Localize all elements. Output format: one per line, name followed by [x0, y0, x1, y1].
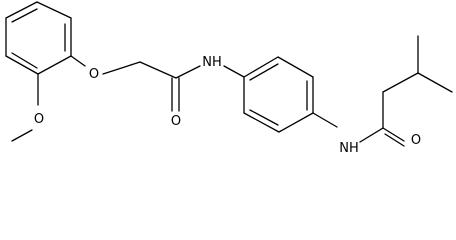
- first-amide-oxygen-label: O: [171, 114, 181, 129]
- ether-oxygen-label: O: [89, 67, 99, 82]
- first-amide-nh-label: NH: [202, 55, 222, 70]
- second-amide-nh-label: NH: [339, 141, 359, 156]
- second-amide-oxygen-label: O: [411, 133, 421, 148]
- second-amide-group: [359, 91, 405, 147]
- methoxy-oxygen-label: O: [34, 112, 44, 127]
- ether-linkage: [70, 55, 141, 75]
- molecule-structure: O O O NH NH O: [5, 1, 453, 156]
- methoxyphenyl-ring: [5, 1, 72, 75]
- phenylene-ring: [243, 56, 314, 133]
- phenylene-to-nh-bond: [312, 112, 338, 128]
- first-amide-group: [139, 61, 201, 112]
- nh-to-phenylene-bond: [223, 65, 245, 78]
- isobutyl-group: [382, 35, 453, 93]
- molecule-canvas: O O O NH NH O: [5, 1, 453, 156]
- methoxy-group: [11, 73, 39, 142]
